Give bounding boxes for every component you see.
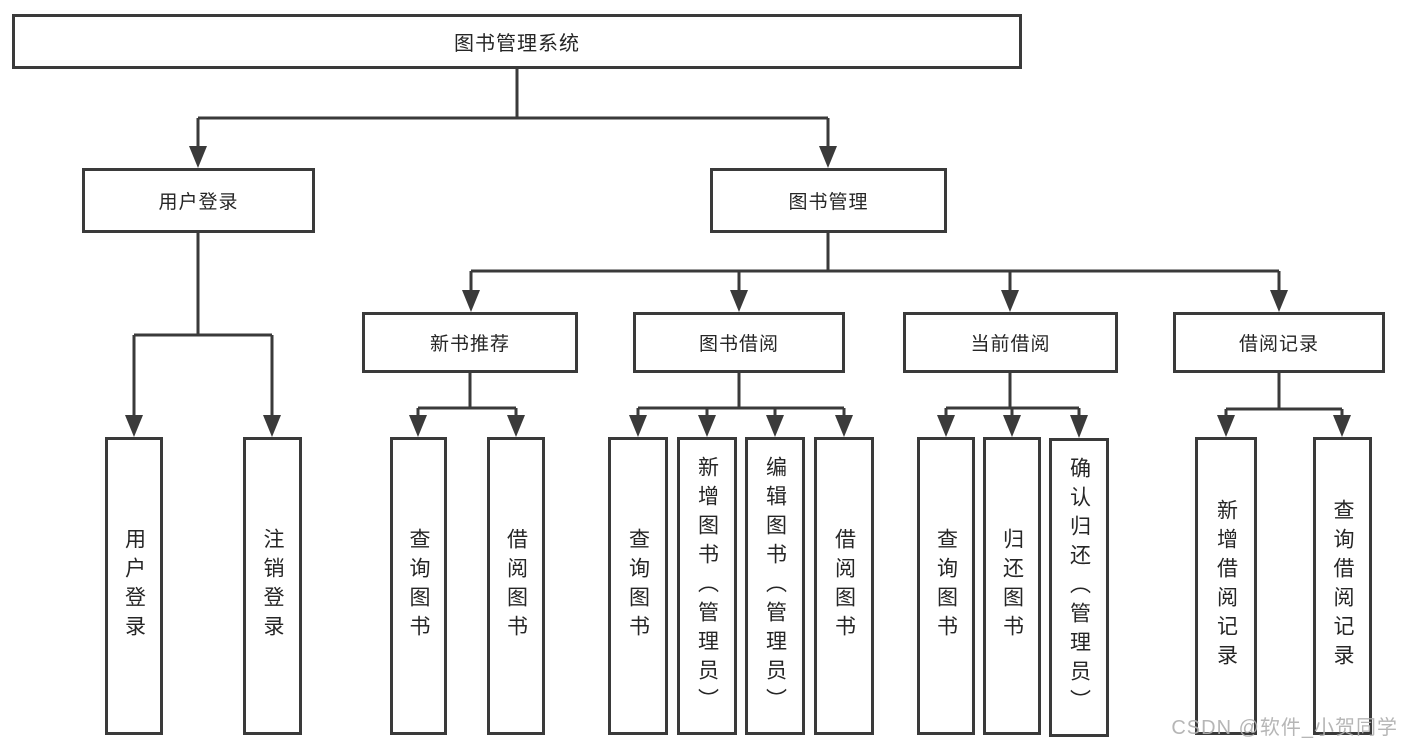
node-leaf-add-books-admin: 新增图书（管理员） xyxy=(677,437,737,735)
node-leaf-query-borrow-record: 查询借阅记录 xyxy=(1313,437,1372,735)
node-library-management-system: 图书管理系统 xyxy=(12,14,1022,69)
node-leaf-return-books: 归还图书 xyxy=(983,437,1041,735)
node-leaf-borrow-books: 借阅图书 xyxy=(814,437,874,735)
node-leaf-confirm-return-admin: 确认归还（管理员） xyxy=(1049,438,1109,737)
node-label: 借阅图书 xyxy=(832,528,856,644)
node-book-borrowing: 图书借阅 xyxy=(633,312,845,373)
node-label: 用户登录 xyxy=(122,528,146,644)
node-label: 借阅图书 xyxy=(504,528,528,644)
node-leaf-edit-books-admin: 编辑图书（管理员） xyxy=(745,437,805,735)
node-label: 图书管理系统 xyxy=(454,33,580,55)
node-label: 注销登录 xyxy=(261,528,284,644)
node-label: 图书借阅 xyxy=(698,334,779,355)
node-label: 确认归还（管理员） xyxy=(1067,457,1091,718)
node-label: 新书推荐 xyxy=(429,334,510,355)
node-borrowing-records: 借阅记录 xyxy=(1173,312,1385,373)
node-label: 当前借阅 xyxy=(970,334,1051,355)
node-label: 用户登录 xyxy=(158,192,239,213)
csdn-watermark: CSDN @软件_小贺同学 xyxy=(1171,717,1398,739)
node-label: 归还图书 xyxy=(1000,528,1024,644)
node-label: 借阅记录 xyxy=(1238,334,1319,355)
node-leaf-query-books: 查询图书 xyxy=(917,437,975,735)
node-current-borrowing: 当前借阅 xyxy=(903,312,1118,373)
node-label: 新增借阅记录 xyxy=(1214,499,1238,673)
node-label: 查询图书 xyxy=(934,528,958,644)
node-label: 查询图书 xyxy=(626,528,650,644)
node-leaf-logout: 注销登录 xyxy=(243,437,302,735)
node-label: 新增图书（管理员） xyxy=(695,455,719,717)
node-label: 查询借阅记录 xyxy=(1331,499,1354,673)
node-label: 查询图书 xyxy=(407,528,430,644)
node-user-login: 用户登录 xyxy=(82,168,315,233)
node-label: 图书管理 xyxy=(788,192,869,213)
node-book-management: 图书管理 xyxy=(710,168,947,233)
node-leaf-add-borrow-record: 新增借阅记录 xyxy=(1195,437,1257,735)
node-leaf-borrow-books: 借阅图书 xyxy=(487,437,545,735)
node-leaf-query-books: 查询图书 xyxy=(608,437,668,735)
node-leaf-query-books: 查询图书 xyxy=(390,437,447,735)
node-leaf-user-login: 用户登录 xyxy=(105,437,163,735)
node-new-book-recommendation: 新书推荐 xyxy=(362,312,578,373)
node-label: 编辑图书（管理员） xyxy=(763,455,787,717)
